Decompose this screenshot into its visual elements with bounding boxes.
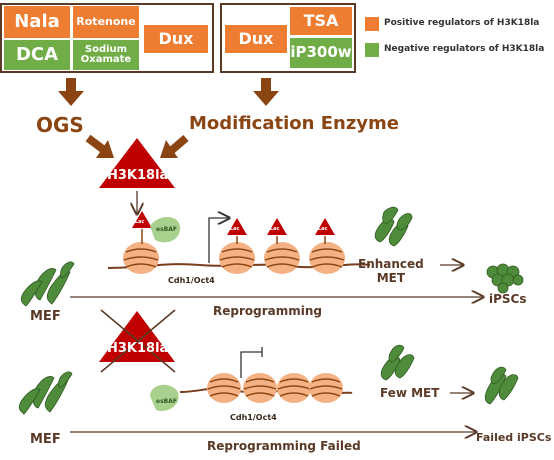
nucleosome-bottom-2 (243, 373, 277, 403)
failed-ipscs-cells (484, 366, 519, 405)
lac-marker-4 (315, 218, 335, 244)
legend-negative-text: Negative regulators of H3K18la (384, 44, 545, 54)
esbaf-bottom-shape (150, 384, 179, 412)
enhanced-met-label: Enhanced MET (358, 257, 424, 285)
lac-marker-2 (227, 218, 247, 244)
mef-cell-bottom (18, 371, 73, 415)
h3k18la-triangle-bottom (99, 311, 175, 362)
nala-box: Nala (4, 6, 70, 38)
nucleosome-top-1 (123, 242, 159, 274)
tsa-box: TSA (290, 7, 352, 35)
few-met-cells (380, 344, 415, 381)
legend-positive-text: Positive regulators of H3K18la (384, 18, 540, 28)
lac-label-4: Lac (318, 226, 328, 232)
dux-box-right: Dux (225, 25, 287, 53)
dux-box-left: Dux (144, 25, 208, 53)
ogs-to-h3k18la-arrow (85, 134, 114, 158)
nucleosome-top-2 (219, 242, 255, 274)
reprogramming-label: Reprogramming (213, 304, 322, 318)
dux-label-right: Dux (238, 28, 274, 48)
ogs-label: OGS (36, 113, 84, 137)
legend-positive-swatch (365, 17, 379, 31)
tsa-label: TSA (303, 10, 339, 30)
enhanced-met-cells (374, 206, 413, 247)
nucleosome-bottom-4 (309, 373, 343, 403)
lac-marker-1 (132, 211, 152, 244)
esbaf-top-shape (150, 217, 181, 243)
tss-arrow-top (208, 218, 228, 263)
nucleosome-top-3 (264, 242, 300, 274)
cdh1-oct4-top-label: Cdh1/Oct4 (168, 276, 215, 285)
modification-enzyme-label: Modification Enzyme (189, 113, 399, 134)
nucleosome-top-4 (309, 242, 345, 274)
mef-bottom-label: MEF (30, 432, 61, 447)
enzyme-to-h3k18la-arrow (160, 134, 189, 158)
cross-out-mark (100, 309, 176, 373)
cdh1-oct4-bottom-label: Cdh1/Oct4 (230, 413, 277, 422)
rotenone-label: Rotenone (76, 15, 136, 29)
down-arrow-right (253, 78, 279, 106)
lac-label-1: Lac (135, 219, 145, 225)
nala-label: Nala (14, 10, 60, 32)
tss-blocked-bottom (240, 347, 263, 378)
lac-label-3: Lac (270, 226, 280, 232)
dux-label-left: Dux (158, 28, 194, 48)
sodium-oxamate-label: Sodium Oxamate (80, 43, 132, 65)
h3k18la-top-label: H3K18la (107, 168, 169, 183)
lac-label-2: Lac (230, 226, 240, 232)
left-regulator-frame (0, 3, 214, 73)
nucleosome-bottom-1 (207, 373, 241, 403)
dca-box: DCA (4, 40, 70, 70)
legend-negative-swatch (365, 43, 379, 57)
down-arrow-left (58, 78, 84, 106)
failed-ipscs-label: Failed iPSCs (476, 431, 552, 444)
nucleosome-bottom-3 (277, 373, 311, 403)
ipscs-label: iPSCs (489, 292, 527, 306)
sodium-oxamate-box: Sodium Oxamate (73, 40, 139, 70)
h3k18la-triangle-top (99, 138, 175, 188)
esbaf-top-label: esBAF (156, 226, 177, 233)
h3k18la-bottom-label: H3K18la (107, 341, 169, 356)
ipscs-colony (486, 263, 524, 294)
mef-top-label: MEF (30, 309, 61, 324)
mef-cell-top (20, 261, 75, 307)
ip300w-label: iP300w (290, 43, 352, 62)
esbaf-bottom-label: esBAF (156, 398, 177, 405)
lac-marker-3 (267, 218, 287, 244)
few-met-label: Few MET (380, 386, 440, 400)
reprogramming-failed-label: Reprogramming Failed (207, 439, 361, 453)
rotenone-box: Rotenone (73, 6, 139, 38)
ip300w-box: iP300w (290, 38, 352, 68)
right-regulator-frame (220, 3, 356, 73)
dca-label: DCA (15, 43, 59, 65)
